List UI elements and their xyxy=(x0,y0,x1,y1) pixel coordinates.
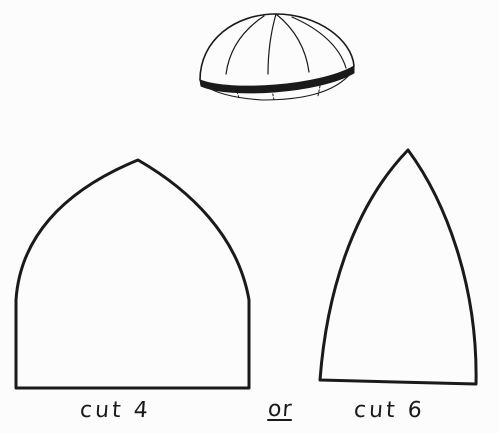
or-label: or xyxy=(267,397,293,422)
cut-4-label: cut 4 xyxy=(79,398,151,423)
cut-6-label: cut 6 xyxy=(353,398,425,423)
